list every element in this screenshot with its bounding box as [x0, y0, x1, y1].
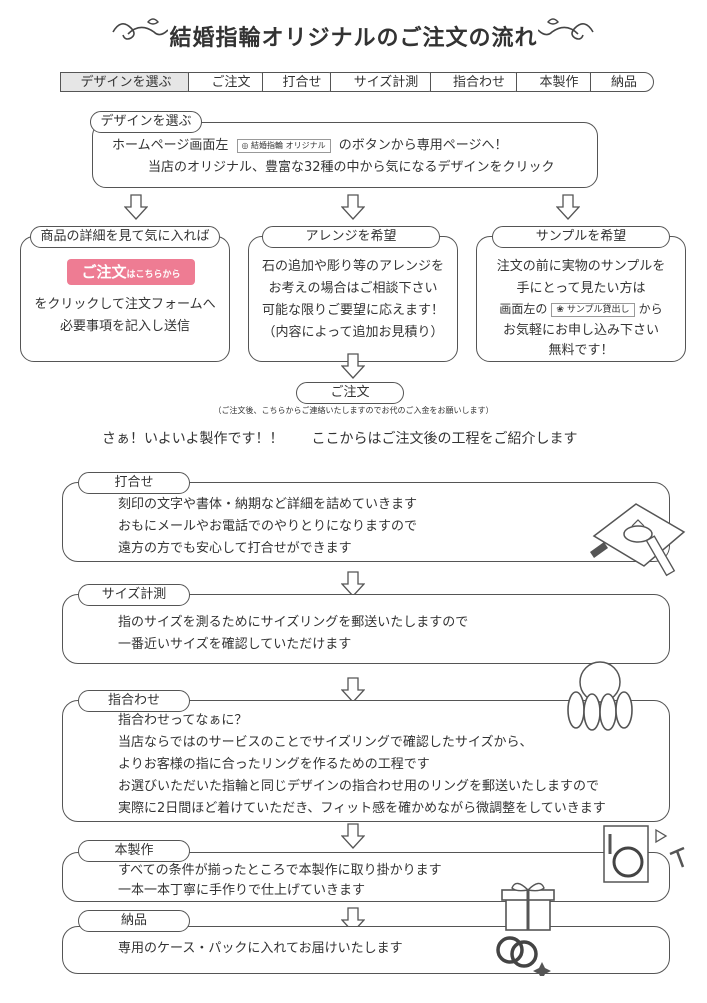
delivery-line: 専用のケース・パックに入れてお届けいたします: [118, 941, 403, 956]
meeting-line: 遠方の方でも安心して打合せができます: [118, 541, 352, 556]
step-bar: デザインを選ぶ ご注文 打合せ サイズ計測 指合わせ 本製作 納品: [60, 72, 654, 94]
step-order: ご注文: [188, 72, 270, 92]
wedding-ring-original-label: 結婚指輪 オリジナル: [251, 140, 326, 150]
size-line: 指のサイズを測るためにサイズリングを郵送いたしますので: [118, 615, 469, 630]
production-line: 一本一本丁寧に手作りで仕上げていきます: [118, 883, 366, 898]
down-arrow-icon: [341, 353, 365, 379]
sample-tag: サンプルを希望: [492, 226, 670, 248]
ornament-right-icon: [538, 18, 594, 40]
sample-line-4: お気軽にお申し込み下さい: [502, 323, 659, 338]
fitting-line: 当店ならではのサービスのことでサイズリングで確認したサイズから、: [118, 735, 533, 750]
design-line-1: ホームページ画面左 ◎ 結婚指輪 オリジナル のボタンから専用ページへ！: [112, 135, 507, 157]
detail-tag: 商品の詳細を見て気に入れば: [30, 226, 220, 248]
arrange-line: お考えの場合はご相談下さい: [268, 281, 438, 296]
production-line: すべての条件が揃ったところで本製作に取り掛かります: [118, 863, 442, 878]
arrange-box: [248, 236, 458, 362]
down-arrow-icon: [341, 194, 365, 220]
meeting-tag: 打合せ: [78, 472, 190, 494]
down-arrow-icon: [341, 823, 365, 849]
detail-line-2: 必要事項を記入し送信: [59, 319, 190, 334]
meeting-box: [62, 482, 670, 562]
sample-line-2: 手にとって見たい方は: [516, 281, 646, 296]
step-meeting: 打合せ: [262, 72, 338, 92]
arrange-line: 石の追加や彫り等のアレンジを: [261, 259, 444, 274]
page-title: 結婚指輪オリジナルのご注文の流れ: [169, 26, 538, 51]
detail-line-1: をクリックして注文フォームへ: [34, 297, 216, 312]
design-box: [92, 122, 598, 188]
fitting-line: 指合わせってなぁに？: [118, 713, 248, 728]
wedding-ring-original-badge: ◎ 結婚指輪 オリジナル: [236, 138, 331, 153]
meeting-line: おもにメールやお電話でのやりとりになりますので: [118, 519, 418, 534]
size-line: 一番近いサイズを確認していただけます: [118, 637, 352, 652]
order-tag: ご注文: [296, 382, 404, 404]
crafting-tools-icon: [603, 825, 685, 883]
size-tag: サイズ計測: [78, 584, 190, 606]
down-arrow-icon: [341, 571, 365, 597]
step-production: 本製作: [516, 72, 598, 92]
arrange-line: （内容によって追加お見積り）: [262, 325, 444, 340]
delivery-tag: 納品: [78, 910, 190, 932]
order-here-main: ご注文: [81, 263, 127, 281]
delivery-box: [62, 926, 670, 974]
intro-text: さぁ！いよいよ製作です！！ ここからはご注文後の工程をご紹介します: [102, 431, 578, 447]
sample-lending-label: サンプル貸出し: [566, 304, 630, 315]
sample-box: [476, 236, 686, 362]
sample-line-5: 無料です！: [548, 343, 614, 358]
design-tag: デザインを選ぶ: [90, 111, 202, 133]
arrange-line: 可能な限りご要望に応えます！: [261, 303, 444, 318]
step-fitting: 指合わせ: [430, 72, 524, 92]
size-rings-icon: [567, 661, 633, 731]
fitting-tag: 指合わせ: [78, 690, 190, 712]
fitting-line: よりお客様の指に合ったリングを作るための工程です: [118, 757, 430, 772]
down-arrow-icon: [556, 194, 580, 220]
step-design: デザインを選ぶ: [60, 72, 196, 92]
arrange-tag: アレンジを希望: [262, 226, 440, 248]
production-tag: 本製作: [78, 840, 190, 862]
sample-lending-badge: ❀ サンプル貸出し: [551, 302, 635, 317]
sample-line-3-a: 画面左の: [499, 302, 548, 316]
down-arrow-icon: [124, 194, 148, 220]
design-line-2: 当店のオリジナル、豊富な32種の中から気になるデザインをクリック: [148, 160, 555, 175]
gift-box-rings-icon: [496, 882, 555, 976]
sample-line-3: 画面左の❀ サンプル貸出しから: [476, 298, 686, 320]
order-here-sub: はこちらから: [126, 270, 181, 280]
fitting-line: お選びいただいた指輪と同じデザインの指合わせ用のリングを郵送いたしますので: [118, 779, 600, 794]
sample-line-3-b: から: [638, 302, 663, 316]
design-line-1-b: のボタンから専用ページへ！: [338, 138, 508, 153]
order-note: （ご注文後、こちらからご連絡いたしますのでお代のご入金をお願いします）: [213, 406, 494, 415]
detail-box: [20, 236, 230, 362]
meeting-line: 刻印の文字や書体・納期など詳細を詰めていきます: [118, 497, 418, 512]
design-line-1-a: ホームページ画面左: [112, 138, 229, 153]
step-size: サイズ計測: [330, 72, 438, 92]
ornament-left-icon: [112, 18, 168, 40]
order-here-button[interactable]: ご注文はこちらから: [67, 259, 195, 285]
design-sketch-icon: [590, 503, 686, 577]
down-arrow-icon: [341, 677, 365, 703]
sample-line-1: 注文の前に実物のサンプルを: [496, 259, 666, 274]
step-delivery: 納品: [590, 72, 654, 92]
fitting-line: 実際に2日間ほど着けていただき、フィット感を確かめながら微調整をしていきます: [118, 801, 606, 816]
